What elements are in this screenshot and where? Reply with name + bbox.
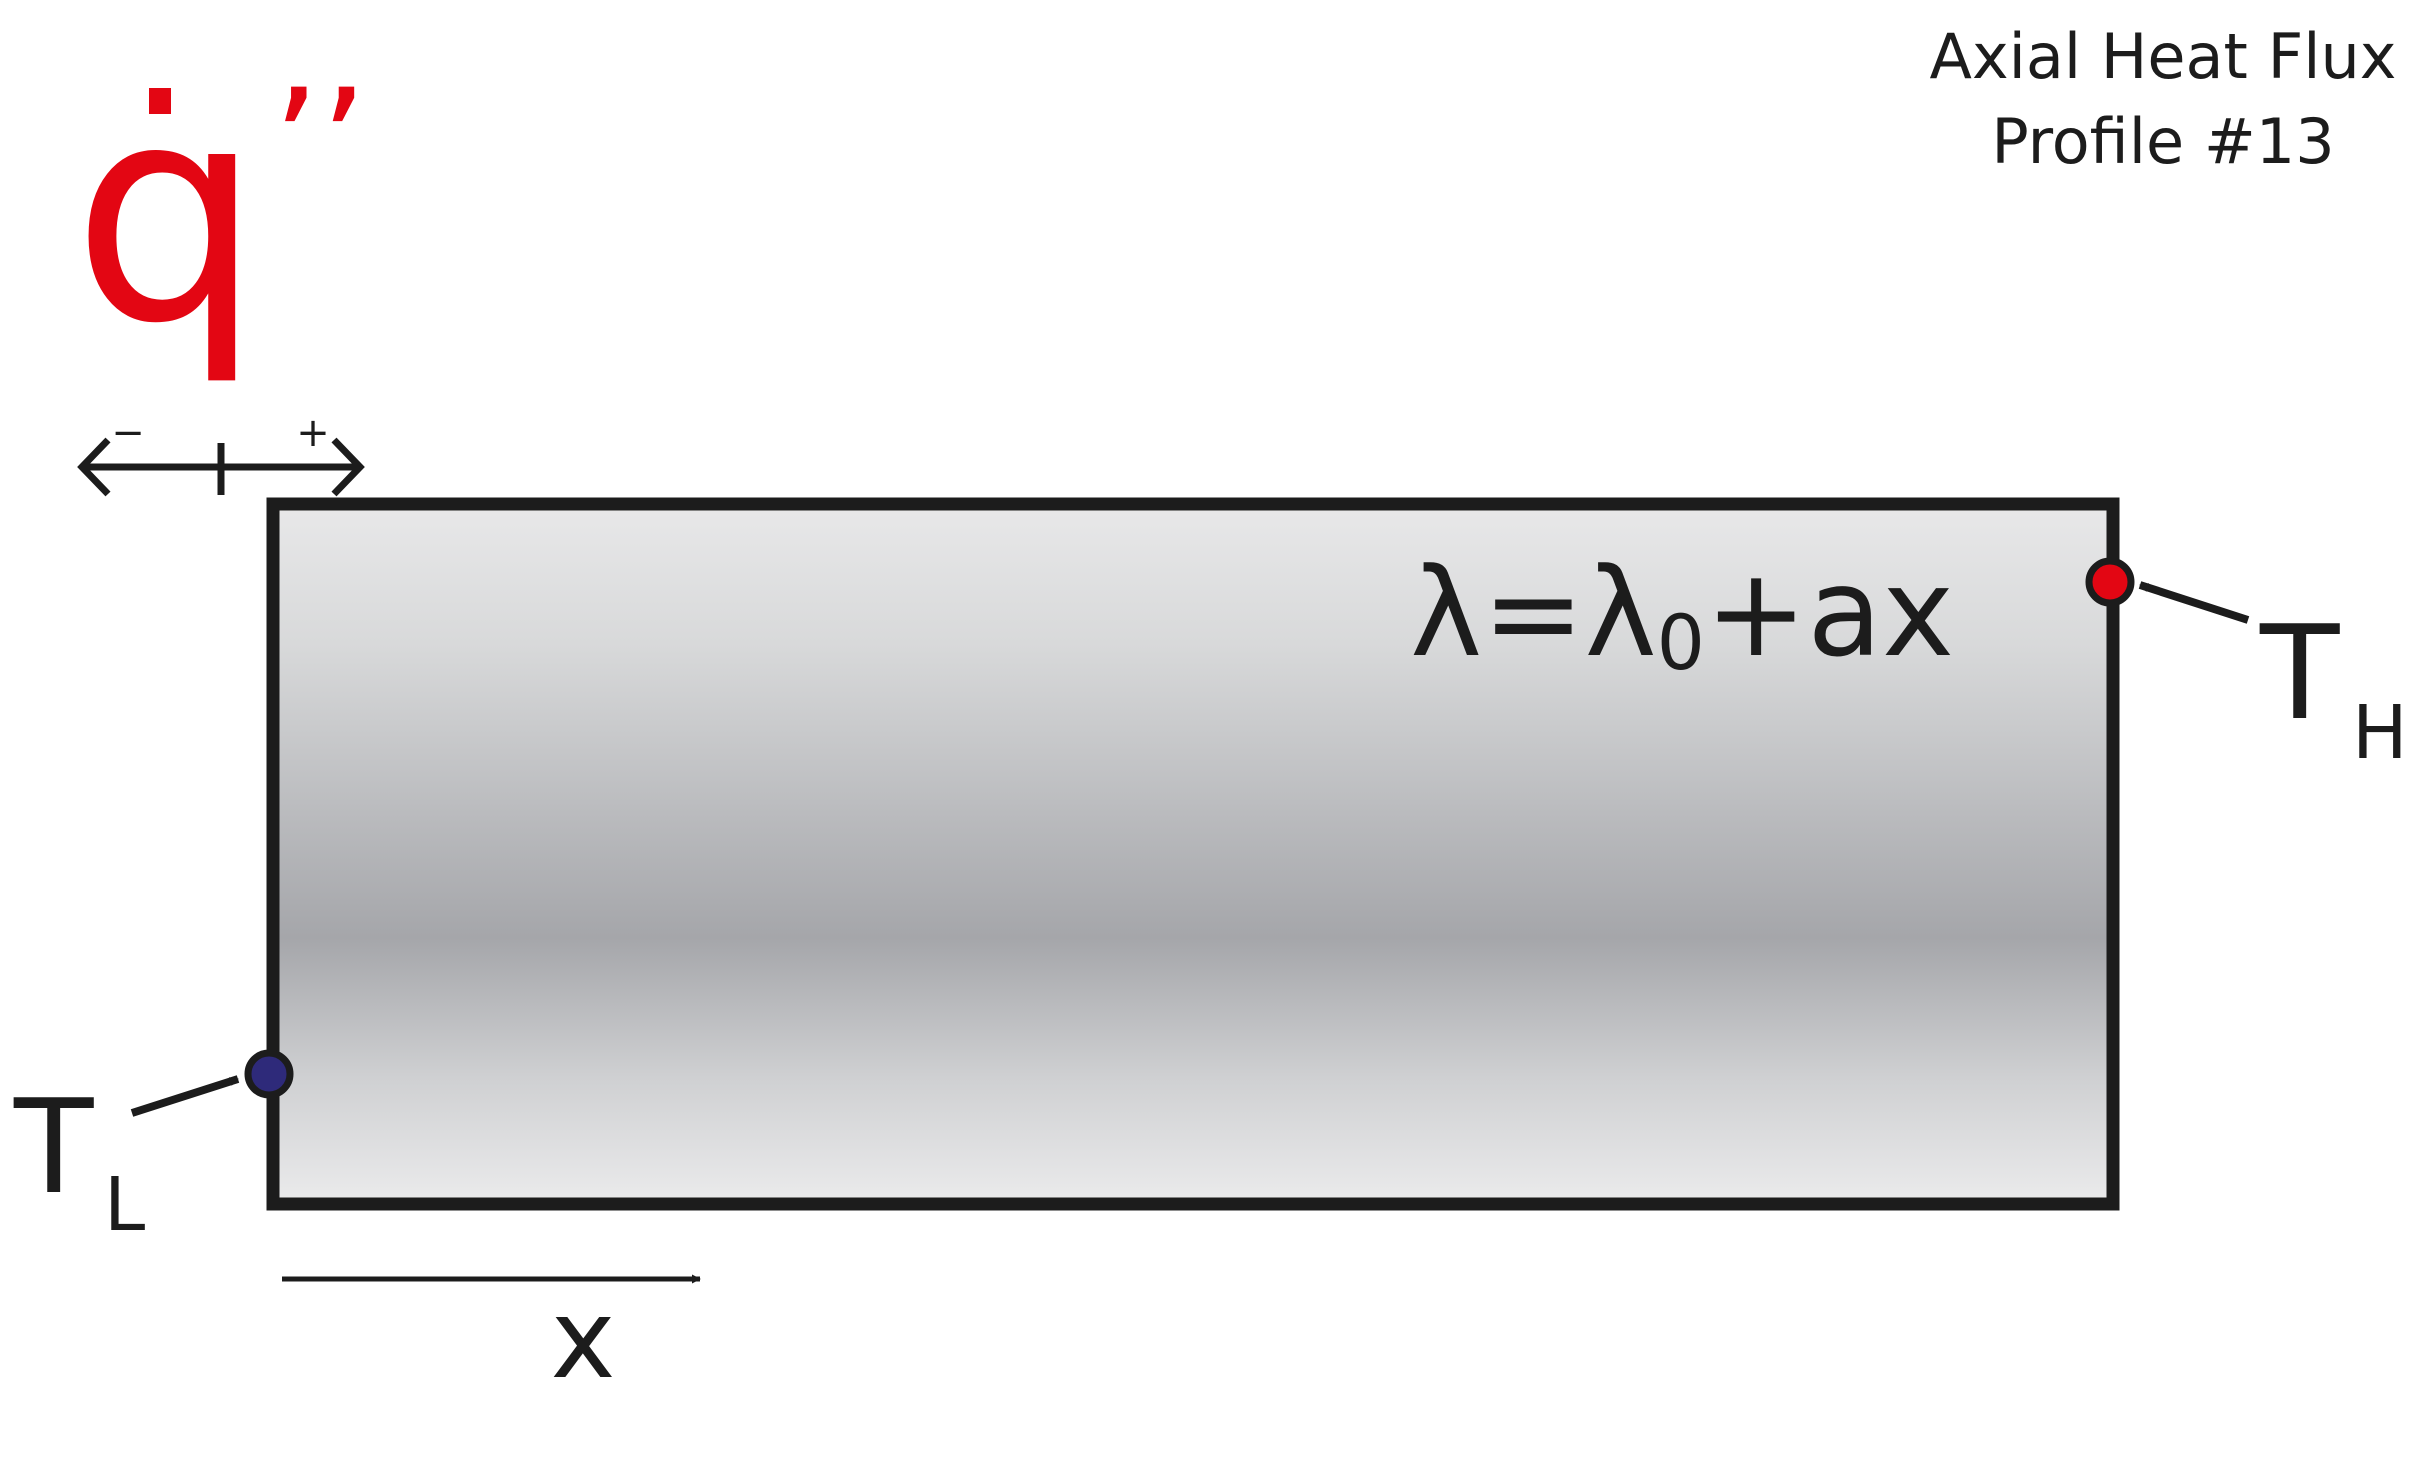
equation-lambda-0: λ [1584,542,1656,684]
cold-end-dot [244,1049,294,1099]
conductivity-equation: λ=λ0+ax [1410,542,1954,687]
equation-subscript: 0 [1657,598,1705,687]
plus-sign-label: + [296,410,330,456]
equation-lambda: λ [1410,542,1482,684]
hot-end-dot [2085,557,2135,607]
x-axis-label: x [550,1275,615,1403]
hot-end-pointer-arrow [2138,581,2250,624]
conducting-bar [266,497,2120,1211]
cold-end-label: T [13,1071,94,1223]
heat-flux-symbol: q [72,40,262,389]
equation-equals: = [1482,542,1584,684]
heat-flux-dot-accent [149,88,171,114]
minus-sign-label: − [111,410,145,456]
flux-sign-arrow [77,437,365,497]
hot-end-subscript: H [2352,690,2408,776]
cold-end-subscript: L [104,1162,145,1248]
diagram-title-line-2: Profile #13 [1991,105,2334,178]
left-chevron-icon [77,437,111,497]
hot-end-label: T [2259,597,2340,749]
heat-flux-primes: ’’ [272,58,367,232]
diagram-title-line-1: Axial Heat Flux [1930,20,2397,93]
equation-tail: +ax [1705,542,1954,684]
cold-end-pointer-arrow [130,1075,240,1117]
right-chevron-icon [331,437,365,497]
